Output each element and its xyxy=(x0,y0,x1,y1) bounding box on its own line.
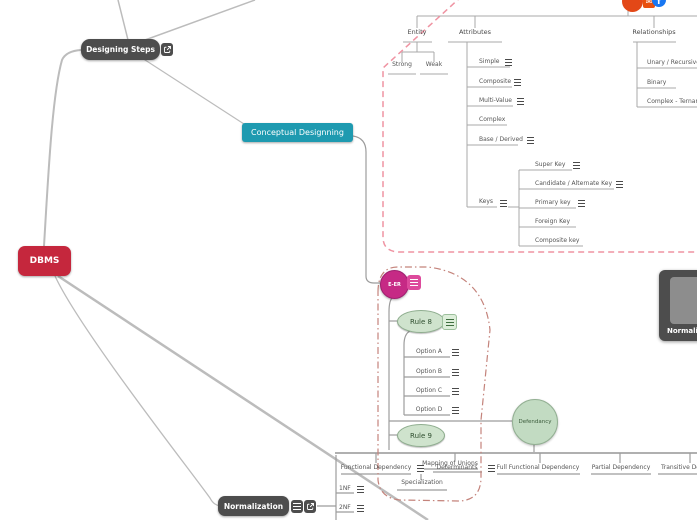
node-designing-steps[interactable]: Designing Steps xyxy=(81,39,160,60)
topic-base-derived[interactable]: Base / Derived xyxy=(479,136,523,143)
topic-mapping-of-unions[interactable]: Mapping of Unions xyxy=(422,460,478,467)
topic-complex-ternary[interactable]: Complex - Ternary xyxy=(647,98,697,105)
preview-label: Normalization xyxy=(667,327,697,335)
notes-icon[interactable] xyxy=(517,98,524,105)
topic-composite[interactable]: Composite xyxy=(479,78,512,85)
notes-icon[interactable] xyxy=(488,465,495,472)
hamburger-glyph xyxy=(293,503,301,510)
notes-icon[interactable] xyxy=(514,79,521,86)
notes-icon[interactable] xyxy=(452,369,459,376)
er-boundary xyxy=(382,0,697,253)
topic-functional-dependency[interactable]: Functional Dependency xyxy=(340,464,412,471)
node-eer[interactable]: E-ER xyxy=(380,270,409,299)
topic-2nf[interactable]: 2NF xyxy=(339,504,351,511)
topic-option-c[interactable]: Option C xyxy=(415,387,443,394)
mail-icon[interactable]: ✉ xyxy=(643,0,655,8)
hamburger-glyph xyxy=(410,279,418,286)
marker-icon[interactable] xyxy=(622,0,643,12)
topic-complex[interactable]: Complex xyxy=(479,116,506,123)
topic-specialization[interactable]: Specialization xyxy=(401,479,443,486)
notes-icon[interactable] xyxy=(452,388,459,395)
mid-lines xyxy=(317,135,697,520)
notes-icon[interactable] xyxy=(452,349,459,356)
topic-candidate-alternate-key[interactable]: Candidate / Alternate Key xyxy=(535,180,612,187)
external-link-icon[interactable] xyxy=(161,43,173,56)
notes-icon[interactable] xyxy=(578,200,585,207)
topic-determinants[interactable]: Determinants xyxy=(436,464,478,471)
external-link-glyph xyxy=(306,503,314,510)
topic-multi-value[interactable]: Multi-Value xyxy=(479,97,512,104)
topic-binary[interactable]: Binary xyxy=(647,79,667,86)
node-normalization[interactable]: Normalization xyxy=(218,496,289,516)
map-edges xyxy=(43,0,429,520)
topic-simple[interactable]: Simple xyxy=(479,58,500,65)
topic-partial-dependency[interactable]: Partial Dependency xyxy=(591,464,651,471)
er-tree-lines xyxy=(388,10,697,247)
topic-keys[interactable]: Keys xyxy=(479,198,494,205)
topic-foreign-key[interactable]: Foreign Key xyxy=(535,218,570,225)
node-normalization-preview[interactable]: Normalization xyxy=(659,270,697,341)
topic-full-functional-dependency[interactable]: Full Functional Dependency xyxy=(496,464,580,471)
notes-icon[interactable] xyxy=(500,200,507,207)
rules-boundary xyxy=(377,266,491,502)
eer-notes-icon[interactable] xyxy=(407,275,421,290)
notes-icon[interactable] xyxy=(616,181,623,188)
normalization-notes-icon[interactable] xyxy=(291,500,303,513)
topic-primary-key[interactable]: Primary key xyxy=(535,199,571,206)
facebook-icon[interactable]: f xyxy=(652,0,666,7)
preview-thumbnail xyxy=(670,277,697,324)
topic-strong[interactable]: Strong xyxy=(392,61,412,68)
hamburger-glyph xyxy=(445,318,454,326)
topic-unary-recursive[interactable]: Unary / Recursive xyxy=(647,59,697,66)
topic-transitive-dependency[interactable]: Transitive Dependency xyxy=(661,464,697,471)
external-link-glyph xyxy=(163,46,171,53)
topic-weak[interactable]: Weak xyxy=(425,61,443,68)
topic-entity[interactable]: Entity xyxy=(407,28,427,36)
topic-relationships[interactable]: Relationships xyxy=(632,28,676,36)
topic-attributes[interactable]: Attributes xyxy=(458,28,492,36)
node-dependency[interactable]: Defendancy xyxy=(512,399,558,445)
topic-1nf[interactable]: 1NF xyxy=(339,485,351,492)
node-rule8[interactable]: Rule 8 xyxy=(397,310,445,333)
topic-option-d[interactable]: Option D xyxy=(415,406,443,413)
notes-icon[interactable] xyxy=(417,465,424,472)
node-dbms[interactable]: DBMS xyxy=(18,246,71,276)
node-rule9[interactable]: Rule 9 xyxy=(397,424,445,447)
rule8-notes-icon[interactable] xyxy=(442,314,457,330)
notes-icon[interactable] xyxy=(527,137,534,144)
notes-icon[interactable] xyxy=(357,505,364,512)
normalization-external-link-icon[interactable] xyxy=(304,500,316,513)
topic-option-b[interactable]: Option B xyxy=(415,368,443,375)
notes-icon[interactable] xyxy=(505,59,512,66)
notes-icon[interactable] xyxy=(452,407,459,414)
topic-option-a[interactable]: Option A xyxy=(415,348,443,355)
node-conceptual-designing[interactable]: Conceptual Designning xyxy=(242,123,353,142)
topic-composite-key[interactable]: Composite key xyxy=(535,237,580,244)
topic-super-key[interactable]: Super Key xyxy=(535,161,566,168)
notes-icon[interactable] xyxy=(573,162,580,169)
notes-icon[interactable] xyxy=(357,486,364,493)
